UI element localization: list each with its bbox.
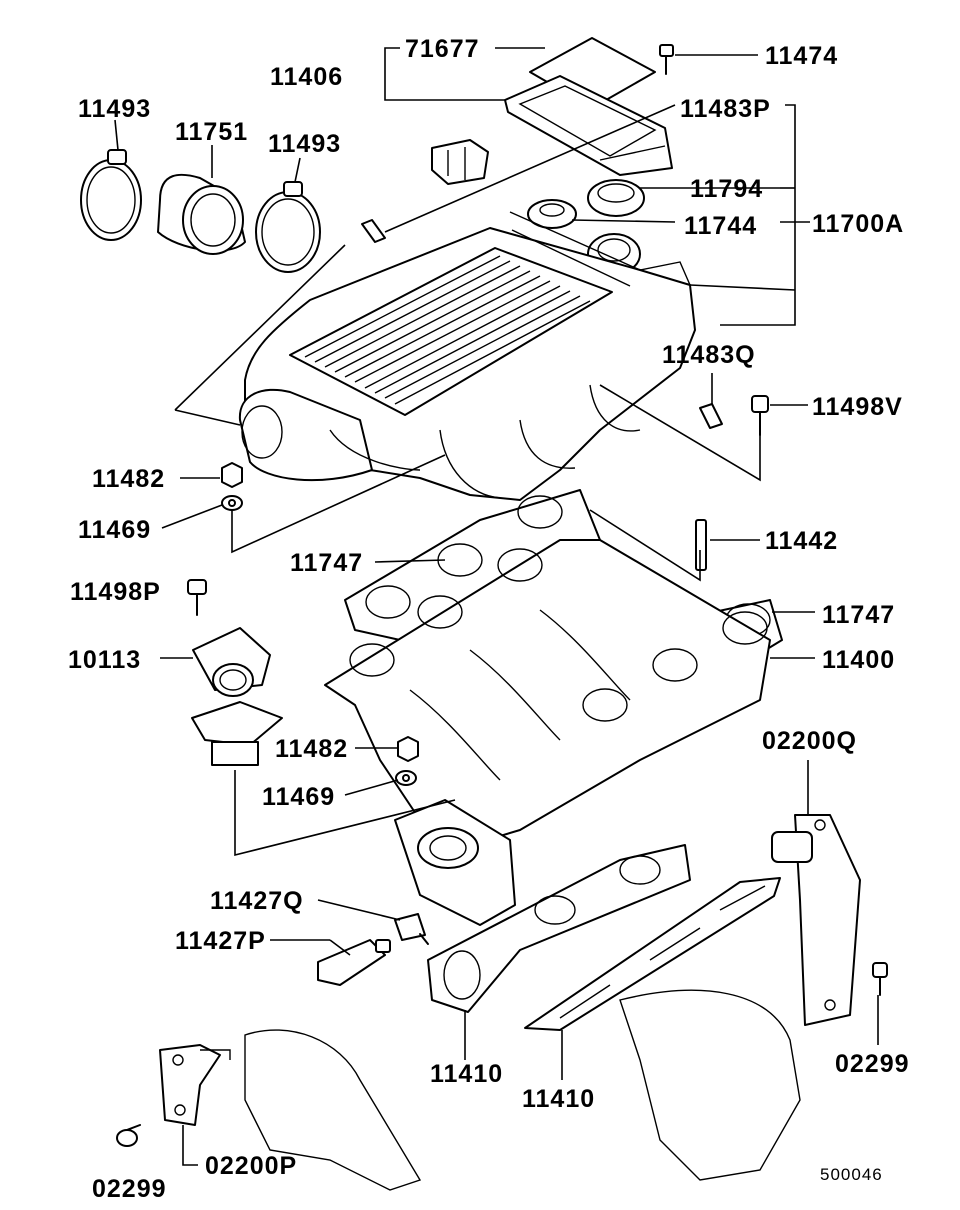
label-71677: 71677 <box>405 35 480 63</box>
label-11469-upper: 11469 <box>78 516 151 544</box>
leader-lines <box>114 47 879 1166</box>
label-11794: 11794 <box>690 175 763 203</box>
top-cover-assembly <box>504 37 674 176</box>
label-11482-upper: 11482 <box>92 465 165 493</box>
label-11410-left: 11410 <box>430 1060 503 1088</box>
label-02299-right: 02299 <box>835 1050 910 1078</box>
label-11751: 11751 <box>175 118 248 146</box>
label-11744: 11744 <box>684 212 757 240</box>
cooling-fins <box>304 255 591 405</box>
label-11493-left: 11493 <box>78 95 151 123</box>
label-11700A: 11700A <box>812 210 904 238</box>
sensors-11427 <box>317 913 429 986</box>
nuts-washers-upper <box>187 395 769 616</box>
lower-intake-manifold <box>324 539 771 926</box>
part-labels: 71677 11406 11474 11493 11751 11493 1148… <box>68 35 910 1203</box>
hose-and-clamps <box>80 149 386 273</box>
label-02299-left: 02299 <box>92 1175 167 1203</box>
nuts-washers-lower <box>395 736 419 786</box>
label-11474: 11474 <box>765 42 838 70</box>
label-11427P: 11427P <box>175 927 266 955</box>
gasket-11410-left <box>427 844 691 1013</box>
label-02200Q: 02200Q <box>762 727 857 755</box>
label-11427Q: 11427Q <box>210 887 304 915</box>
label-11406: 11406 <box>270 63 343 91</box>
label-11483Q: 11483Q <box>662 341 756 369</box>
label-11483P: 11483P <box>680 95 771 123</box>
gasket-11410-right <box>524 877 781 1031</box>
label-11469-lower: 11469 <box>262 783 335 811</box>
label-11482-lower: 11482 <box>275 735 348 763</box>
label-11747-left: 11747 <box>290 549 363 577</box>
label-11400: 11400 <box>822 646 895 674</box>
bracket-02200Q <box>771 814 888 1026</box>
intercooler-manifold <box>238 211 696 501</box>
water-outlet-10113 <box>191 627 283 766</box>
label-10113: 10113 <box>68 646 141 674</box>
label-11410-right: 11410 <box>522 1085 595 1113</box>
engine-block-outline <box>244 989 801 1191</box>
diagram-code: 500046 <box>820 1165 883 1184</box>
label-11747-right: 11747 <box>822 601 895 629</box>
label-02200P: 02200P <box>205 1152 297 1180</box>
label-11493-right: 11493 <box>268 130 341 158</box>
label-11498V: 11498V <box>812 393 903 421</box>
bracket-02200P <box>116 1044 231 1147</box>
label-11498P: 11498P <box>70 578 161 606</box>
label-11442: 11442 <box>765 527 838 555</box>
